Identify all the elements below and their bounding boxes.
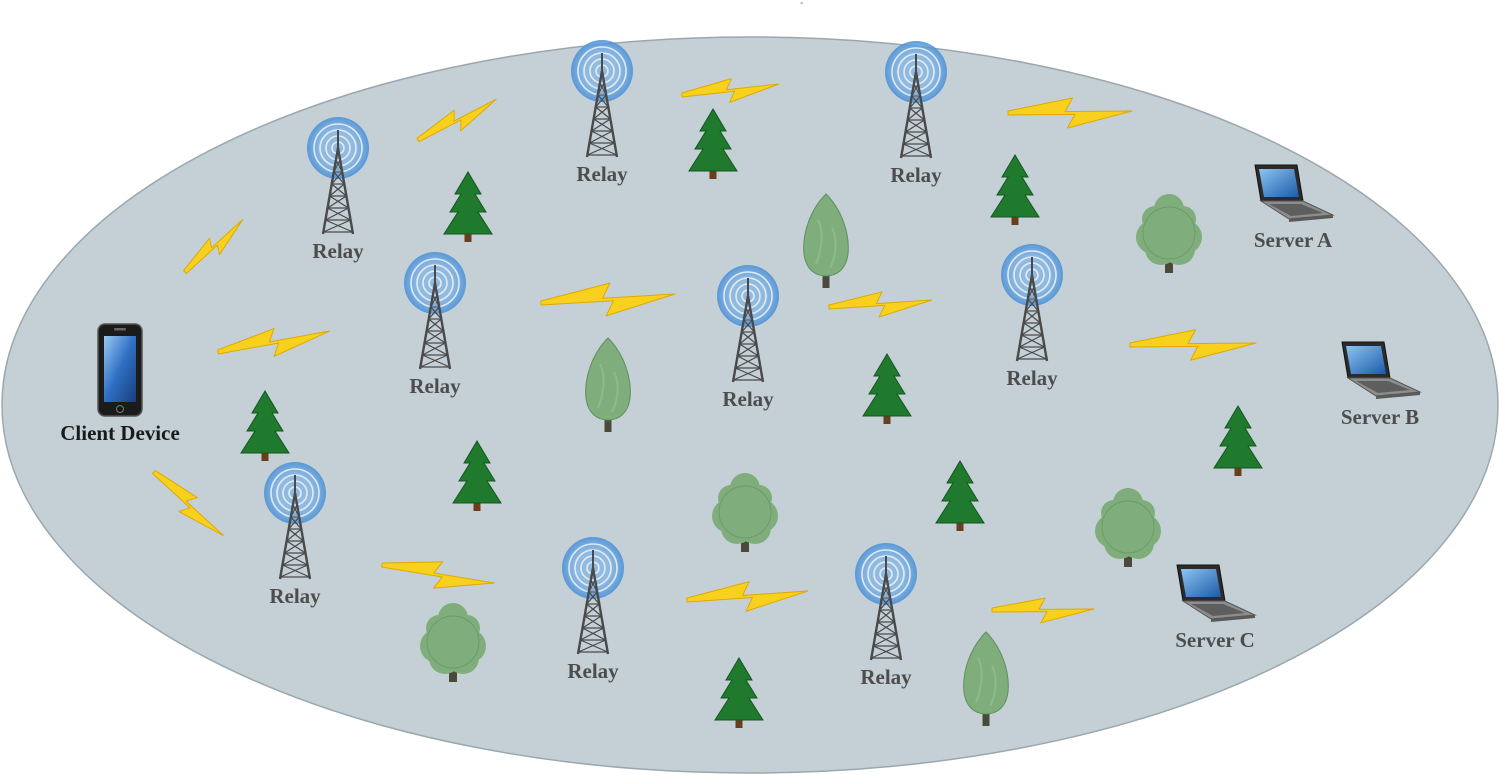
relay-label: Relay <box>576 162 628 186</box>
radio-tower-icon <box>571 40 633 158</box>
pine-tree-icon <box>935 460 985 531</box>
smartphone-icon <box>97 323 143 417</box>
lightning-bolt-icon <box>183 218 244 275</box>
radio-tower-icon <box>307 117 369 235</box>
laptop-icon <box>1176 564 1257 622</box>
client-device[interactable]: Client Device <box>60 323 180 445</box>
pine-tree-icon <box>452 440 502 511</box>
radio-tower-icon <box>885 41 947 159</box>
relay-node[interactable]: Relay <box>1001 244 1063 390</box>
wireless-links <box>152 78 1257 624</box>
lightning-bolt-icon <box>152 470 224 537</box>
radio-tower-icon <box>264 462 326 580</box>
lightning-bolt-icon <box>681 78 780 103</box>
pine-tree-icon <box>688 108 738 179</box>
pine-tree-icon <box>443 171 493 242</box>
relay-label: Relay <box>269 584 321 608</box>
top-mark: - <box>800 0 803 9</box>
radio-tower-icon <box>562 537 624 655</box>
radio-tower-icon <box>404 252 466 370</box>
round-tree-icon <box>803 193 849 288</box>
relay-node[interactable]: Relay <box>571 40 633 186</box>
relay-label: Relay <box>860 665 912 689</box>
relay-node[interactable]: Relay <box>855 543 917 689</box>
lightning-bolt-icon <box>381 561 495 589</box>
server-node[interactable]: Server B <box>1341 341 1422 429</box>
laptop-icon <box>1341 341 1422 399</box>
relay-label: Relay <box>312 239 364 263</box>
lightning-bolt-icon <box>217 328 331 357</box>
round-tree-icon <box>1095 488 1161 567</box>
relay-label: Relay <box>1006 366 1058 390</box>
pine-tree-icon <box>714 657 764 728</box>
server-label: Server C <box>1175 628 1255 652</box>
relay-node[interactable]: Relay <box>307 117 369 263</box>
lightning-bolt-icon <box>828 291 933 318</box>
relay-node[interactable]: Relay <box>562 537 624 683</box>
round-tree-icon <box>963 631 1009 726</box>
round-tree-icon <box>585 337 631 432</box>
round-tree-icon <box>1136 194 1202 273</box>
relay-node[interactable]: Relay <box>885 41 947 187</box>
relay-node[interactable]: Relay <box>264 462 326 608</box>
pine-tree-icon <box>990 154 1040 225</box>
trees <box>240 108 1263 728</box>
pine-tree-icon <box>862 353 912 424</box>
server-label: Server B <box>1341 405 1419 429</box>
relay-node[interactable]: Relay <box>717 265 779 411</box>
lightning-bolt-icon <box>416 98 497 143</box>
relay-label: Relay <box>567 659 619 683</box>
lightning-bolt-icon <box>1129 329 1257 361</box>
pine-tree-icon <box>240 390 290 461</box>
client-device-label: Client Device <box>60 421 180 445</box>
radio-tower-icon <box>855 543 917 661</box>
server-label: Server A <box>1254 228 1333 252</box>
coverage-area <box>1 36 1499 774</box>
server-node[interactable]: Server C <box>1175 564 1257 652</box>
server-node[interactable]: Server A <box>1254 164 1335 252</box>
round-tree-icon <box>420 603 486 682</box>
lightning-bolt-icon <box>1007 97 1133 129</box>
relay-label: Relay <box>409 374 461 398</box>
lightning-bolt-icon <box>540 282 676 317</box>
radio-tower-icon <box>1001 244 1063 362</box>
relay-node[interactable]: Relay <box>404 252 466 398</box>
lightning-bolt-icon <box>991 597 1095 624</box>
lightning-bolt-icon <box>686 581 809 612</box>
servers: Server A Server B Server C <box>1175 164 1422 652</box>
relay-label: Relay <box>722 387 774 411</box>
round-tree-icon <box>712 473 778 552</box>
radio-tower-icon <box>717 265 779 383</box>
pine-tree-icon <box>1213 405 1263 476</box>
laptop-icon <box>1254 164 1335 222</box>
relay-label: Relay <box>890 163 942 187</box>
